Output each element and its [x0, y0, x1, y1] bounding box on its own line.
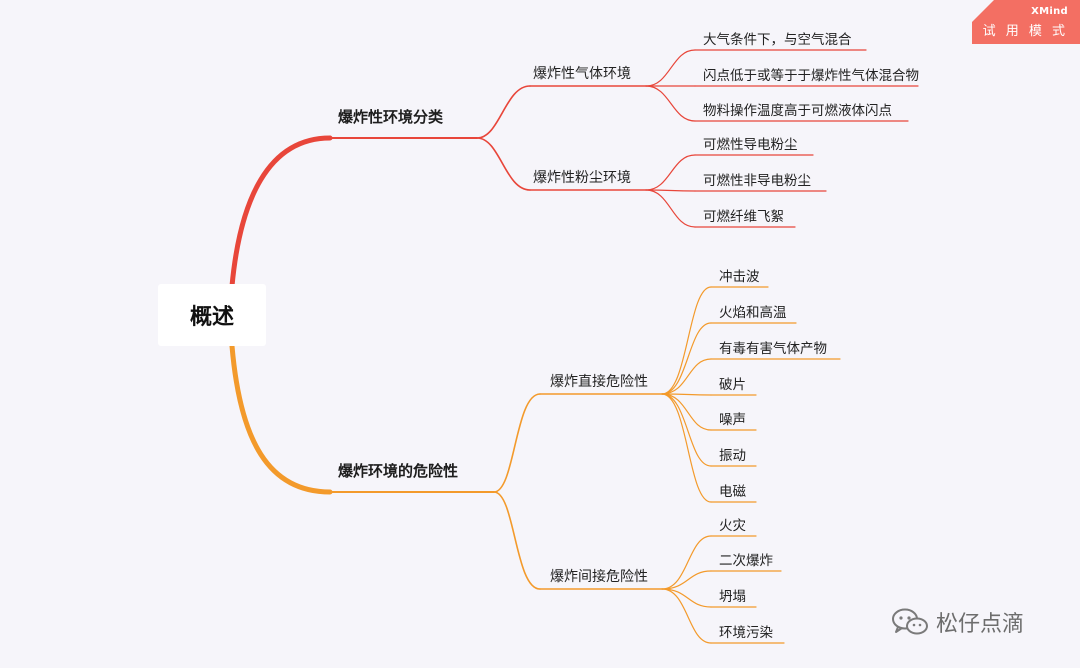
leaf-connector	[661, 358, 712, 395]
badge-brand: XMind	[1031, 6, 1068, 17]
leaf-topic[interactable]: 可燃性导电粉尘	[703, 133, 798, 153]
leaf-label: 闪点低于或等于于爆炸性气体混合物	[703, 68, 919, 84]
leaf-label: 火焰和高温	[719, 305, 787, 321]
branch-connector	[493, 393, 541, 493]
subtopic-label: 爆炸间接危险性	[550, 569, 648, 585]
leaf-connector	[661, 588, 712, 644]
leaf-label: 坍塌	[719, 589, 746, 605]
leaf-connector	[661, 322, 712, 395]
subtopic-label: 爆炸性气体环境	[533, 66, 631, 82]
leaf-topic[interactable]: 振动	[719, 444, 746, 464]
leaf-topic[interactable]: 有毒有害气体产物	[719, 337, 827, 357]
branch-connector	[476, 137, 531, 191]
leaf-label: 有毒有害气体产物	[719, 341, 827, 357]
subtopic-label: 爆炸性粉尘环境	[533, 170, 631, 186]
leaf-topic[interactable]: 闪点低于或等于于爆炸性气体混合物	[703, 64, 919, 84]
leaf-label: 振动	[719, 448, 746, 464]
leaf-topic[interactable]: 大气条件下，与空气混合	[703, 28, 852, 48]
badge-mode: 试 用 模 式	[982, 24, 1068, 39]
leaf-label: 大气条件下，与空气混合	[703, 32, 852, 48]
leaf-connector	[661, 588, 712, 608]
leaf-topic[interactable]: 电磁	[719, 480, 746, 500]
leaf-topic[interactable]: 环境污染	[719, 621, 773, 641]
leaf-connector	[645, 189, 696, 192]
leaf-connector	[661, 570, 712, 590]
leaf-connector	[661, 393, 712, 467]
leaf-label: 噪声	[719, 412, 746, 428]
leaf-label: 破片	[719, 377, 746, 393]
root-topic[interactable]: 概述	[158, 284, 266, 346]
leaf-topic[interactable]: 火灾	[719, 514, 746, 534]
main-topic-label: 爆炸性环境分类	[338, 108, 444, 126]
watermark-text: 松仔点滴	[936, 612, 1025, 637]
leaf-label: 可燃性非导电粉尘	[703, 173, 811, 189]
leaf-connector	[645, 85, 696, 122]
subtopic-indirect-hazards[interactable]: 爆炸间接危险性	[550, 566, 648, 586]
leaf-label: 物料操作温度高于可燃液体闪点	[703, 103, 892, 119]
root-connector-classification	[229, 135, 333, 289]
watermark: 松仔点滴	[890, 604, 1024, 640]
wechat-icon	[892, 608, 928, 635]
leaf-topic[interactable]: 破片	[719, 373, 746, 393]
leaf-connector	[645, 154, 696, 191]
subtopic-explosive-gas-environment[interactable]: 爆炸性气体环境	[533, 63, 631, 83]
leaf-connector	[645, 49, 696, 87]
leaf-label: 可燃性导电粉尘	[703, 137, 798, 153]
main-topic-label: 爆炸环境的危险性	[338, 462, 459, 480]
leaf-label: 可燃纤维飞絮	[703, 209, 784, 225]
leaf-connector	[661, 393, 712, 431]
leaf-label: 环境污染	[719, 625, 773, 641]
leaf-connector	[661, 286, 712, 395]
leaf-topic[interactable]: 冲击波	[719, 265, 760, 285]
branch-connector	[476, 85, 531, 139]
subtopic-explosive-dust-environment[interactable]: 爆炸性粉尘环境	[533, 167, 631, 187]
trial-mode-badge: XMind 试 用 模 式	[972, 0, 1080, 44]
branch-connector	[493, 491, 541, 590]
leaf-connector	[645, 189, 696, 228]
leaf-label: 冲击波	[719, 269, 760, 285]
leaf-connector	[661, 535, 712, 590]
leaf-topic[interactable]: 噪声	[719, 408, 746, 428]
leaf-topic[interactable]: 火焰和高温	[719, 301, 787, 321]
leaf-topic[interactable]: 可燃纤维飞絮	[703, 205, 784, 225]
leaf-label: 二次爆炸	[719, 553, 773, 569]
leaf-topic[interactable]: 坍塌	[719, 585, 746, 605]
root-topic-label: 概述	[189, 305, 234, 330]
main-topic-explosive-environment-classification[interactable]: 爆炸性环境分类	[338, 106, 443, 127]
leaf-topic[interactable]: 二次爆炸	[719, 549, 773, 569]
subtopic-direct-hazards[interactable]: 爆炸直接危险性	[550, 371, 648, 391]
leaf-label: 火灾	[719, 518, 746, 534]
leaf-connector	[661, 393, 712, 503]
leaf-connector	[661, 393, 712, 396]
main-topic-explosion-hazards[interactable]: 爆炸环境的危险性	[338, 460, 458, 481]
subtopic-label: 爆炸直接危险性	[550, 374, 648, 390]
leaf-topic[interactable]: 可燃性非导电粉尘	[703, 169, 811, 189]
root-connector-hazards	[229, 343, 333, 495]
leaf-label: 电磁	[719, 484, 746, 500]
leaf-topic[interactable]: 物料操作温度高于可燃液体闪点	[703, 99, 892, 119]
